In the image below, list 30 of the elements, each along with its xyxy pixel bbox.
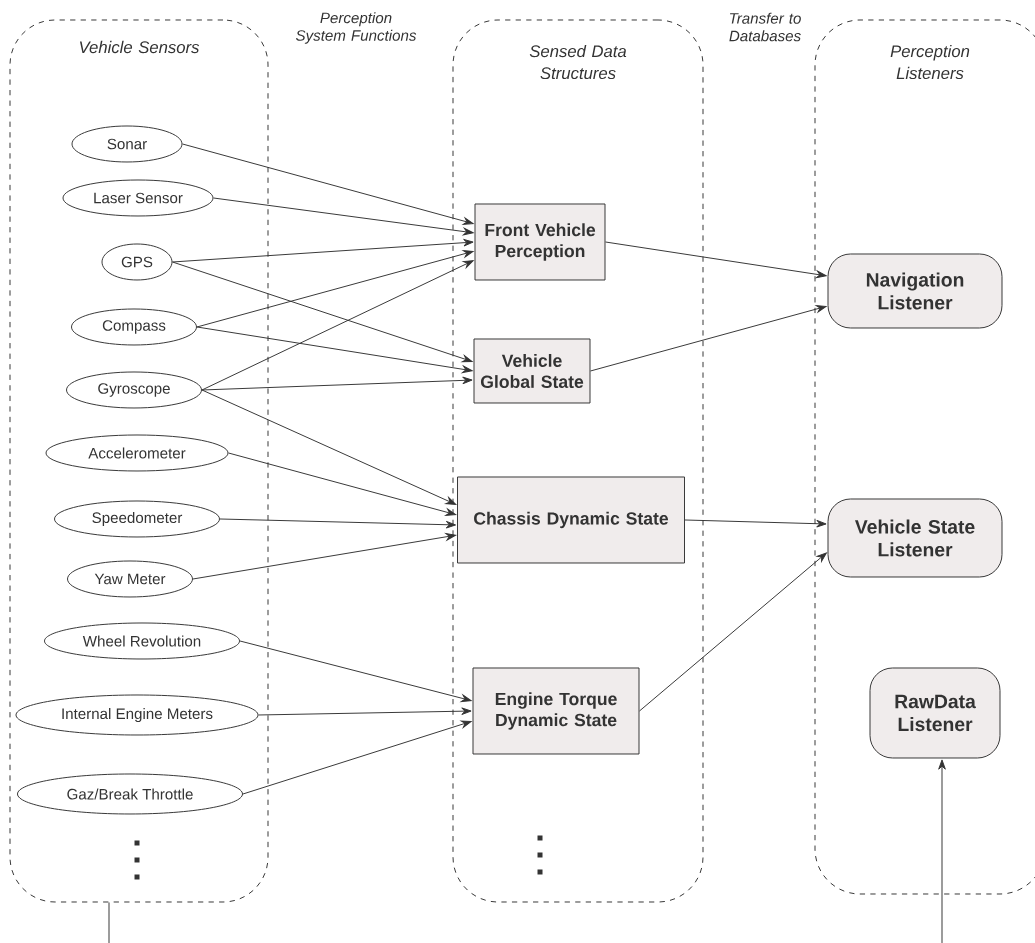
arrow [196, 326, 473, 374]
arrow [258, 707, 472, 716]
arrow [590, 305, 827, 372]
column-label: Perception System Functions [296, 12, 417, 44]
listener-box: Vehicle State Listener [827, 498, 1003, 578]
arrow [192, 533, 457, 580]
listener-box: Navigation Listener [827, 253, 1003, 329]
arrow [239, 640, 472, 703]
data-box: Vehicle Global State [473, 338, 591, 404]
column-label: Transfer to Databases [729, 12, 801, 42]
listener-box: RawData Listener [869, 667, 1001, 759]
arrow [213, 197, 474, 236]
arrow [201, 260, 474, 391]
arrow [219, 518, 457, 529]
arrow [639, 552, 827, 712]
arrow [684, 519, 827, 528]
arrow [172, 238, 474, 263]
data-box: Engine Torque Dynamic State [472, 667, 640, 755]
arrow [242, 720, 472, 795]
arrow [605, 241, 827, 279]
data-box: Front Vehicle Perception [474, 203, 606, 281]
arrow [182, 143, 474, 225]
arrow [228, 452, 457, 516]
line [108, 902, 110, 943]
arrow [938, 759, 946, 943]
arrow [201, 389, 457, 505]
arrow [172, 261, 473, 363]
arrow [196, 250, 474, 328]
data-box: Chassis Dynamic State [457, 476, 685, 564]
arrow [201, 376, 473, 391]
